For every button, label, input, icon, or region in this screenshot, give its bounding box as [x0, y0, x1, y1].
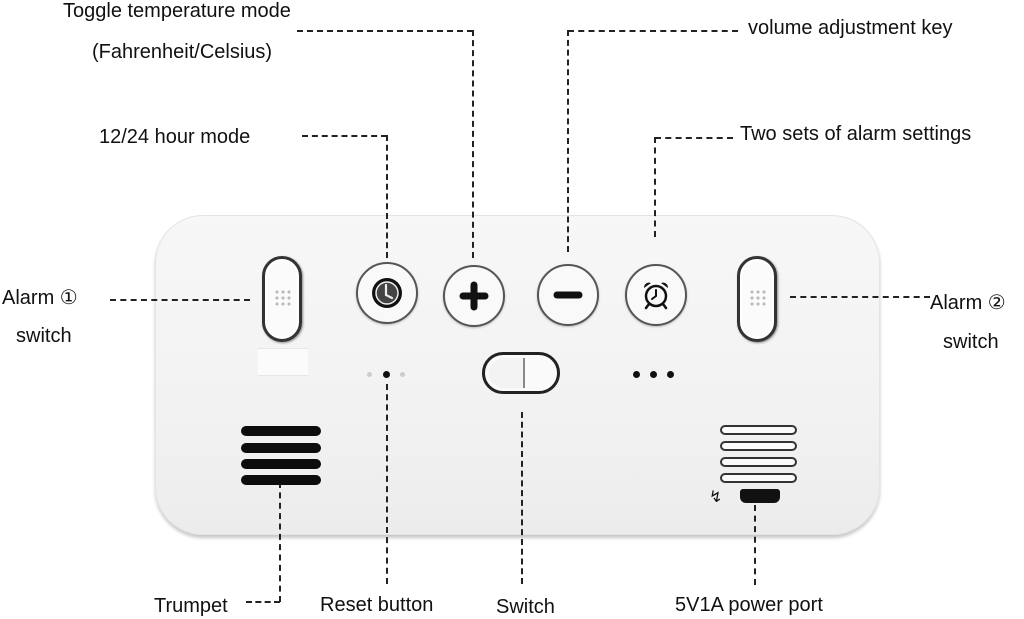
grip-dots	[749, 289, 767, 307]
label-alarm1: Alarm ①	[2, 287, 78, 309]
minus-icon	[553, 291, 583, 299]
leader-trumpet-v	[279, 482, 281, 602]
label-trumpet: Trumpet	[154, 595, 228, 617]
label-power-port: 5V1A power port	[675, 594, 823, 616]
speaker-slot	[241, 475, 321, 485]
usb-power-port[interactable]	[740, 489, 780, 503]
label-hour-mode: 12/24 hour mode	[99, 126, 251, 148]
label-two-alarms: Two sets of alarm settings	[740, 123, 972, 145]
leader-volume-h	[568, 30, 738, 32]
alarm-clock-icon	[643, 282, 669, 310]
leader-alarm2-h	[790, 296, 930, 298]
leader-volume-v	[567, 30, 569, 252]
alarm1-indicator-pad	[258, 348, 308, 376]
minus-button[interactable]	[537, 264, 599, 326]
label-alarm2: Alarm ②	[930, 292, 1006, 314]
clock-mode-button[interactable]	[356, 262, 418, 324]
vent-slot	[720, 457, 797, 467]
vent-slot	[720, 425, 797, 435]
alarm1-switch[interactable]	[262, 256, 302, 342]
plus-icon	[459, 281, 489, 311]
label-toggle-temperature-units: (Fahrenheit/Celsius)	[92, 41, 273, 63]
label-switch: Switch	[496, 596, 555, 618]
label-alarm1-switch: switch	[16, 325, 72, 347]
reset-side-mark	[367, 372, 372, 377]
leader-two-alarms-v	[654, 137, 656, 237]
label-reset: Reset button	[320, 594, 434, 616]
leader-toggle-temp-h	[297, 30, 473, 32]
label-volume: volume adjustment key	[748, 17, 953, 39]
plus-button[interactable]	[443, 265, 505, 327]
leader-hour-mode-h	[302, 135, 387, 137]
leader-hour-mode-v	[386, 135, 388, 258]
indicator-dot	[667, 371, 674, 378]
clock-icon	[372, 278, 402, 308]
indicator-dot	[650, 371, 657, 378]
vent-slot	[720, 473, 797, 483]
leader-reset-v	[386, 384, 388, 584]
label-toggle-temperature: Toggle temperature mode	[63, 0, 291, 22]
speaker-slot	[241, 459, 321, 469]
speaker-slot	[241, 443, 321, 453]
leader-switch-v	[521, 412, 523, 584]
alarm-button[interactable]	[625, 264, 687, 326]
slide-knob[interactable]	[489, 358, 525, 388]
reset-pinhole[interactable]	[383, 371, 390, 378]
leader-trumpet-h	[246, 601, 280, 603]
leader-toggle-temp-v	[472, 30, 474, 258]
usb-power-symbol-icon: ↯	[709, 489, 723, 506]
leader-alarm1-h	[110, 299, 250, 301]
speaker-slot	[241, 426, 321, 436]
leader-two-alarms-h	[655, 137, 733, 139]
grip-dots	[274, 289, 292, 307]
power-slide-switch[interactable]	[482, 352, 560, 394]
leader-power-v	[754, 505, 756, 585]
indicator-dot	[633, 371, 640, 378]
reset-side-mark	[400, 372, 405, 377]
alarm2-switch[interactable]	[737, 256, 777, 342]
vent-slot	[720, 441, 797, 451]
label-alarm2-switch: switch	[943, 331, 999, 353]
